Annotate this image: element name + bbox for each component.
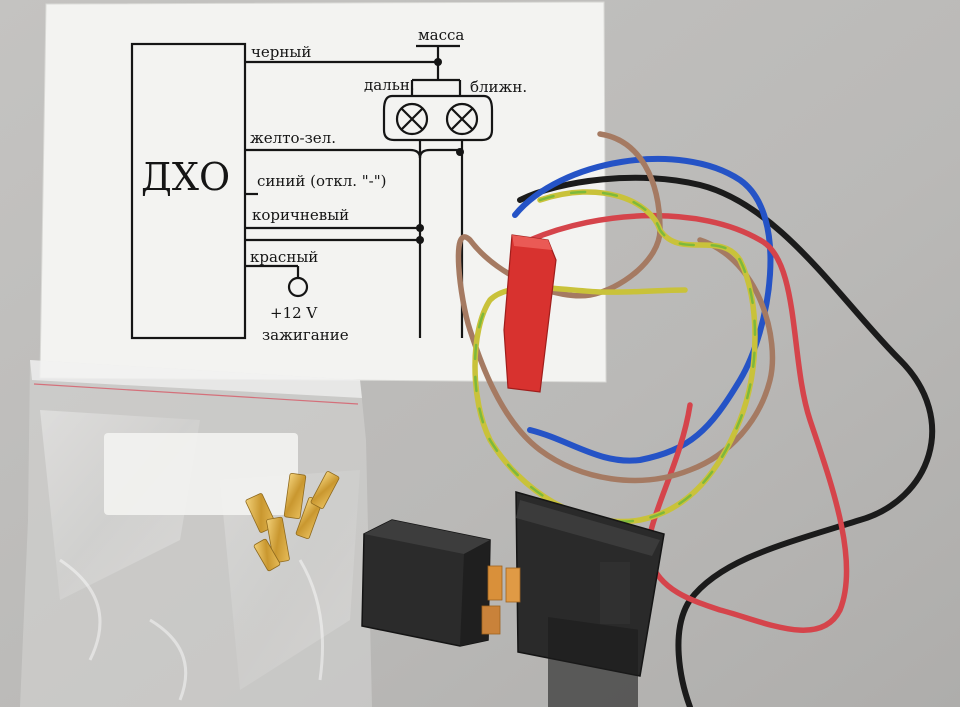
bag-white-label	[104, 433, 298, 515]
brass-terminals	[245, 471, 340, 572]
wire-yellow-green-stripe	[473, 190, 757, 523]
high-beam-lamp	[395, 102, 429, 136]
relay	[361, 519, 521, 647]
voltage-label: +12 V	[270, 304, 318, 322]
wiring-diagram	[130, 42, 494, 340]
plastic-bag	[20, 360, 372, 707]
module-box	[130, 42, 247, 340]
high-beam-label: дальн.	[364, 76, 415, 94]
module-label: ДХО	[141, 155, 230, 199]
low-beam-label: ближн.	[470, 78, 527, 96]
low-beam-lamp	[445, 102, 479, 136]
wire-label-brown: коричневый	[252, 206, 349, 224]
relay-socket	[515, 491, 665, 707]
lamp-housing	[382, 94, 494, 142]
ground-label: масса	[418, 26, 464, 44]
red-connector	[503, 234, 557, 393]
wire-label-black: черный	[251, 43, 311, 61]
ignition-terminal	[287, 276, 309, 298]
wire-label-blue: синий (откл. "-")	[257, 172, 387, 190]
ignition-label: зажигание	[262, 326, 349, 344]
wire-label-yellow-green: желто-зел.	[250, 129, 336, 147]
wire-label-red: красный	[250, 248, 318, 266]
